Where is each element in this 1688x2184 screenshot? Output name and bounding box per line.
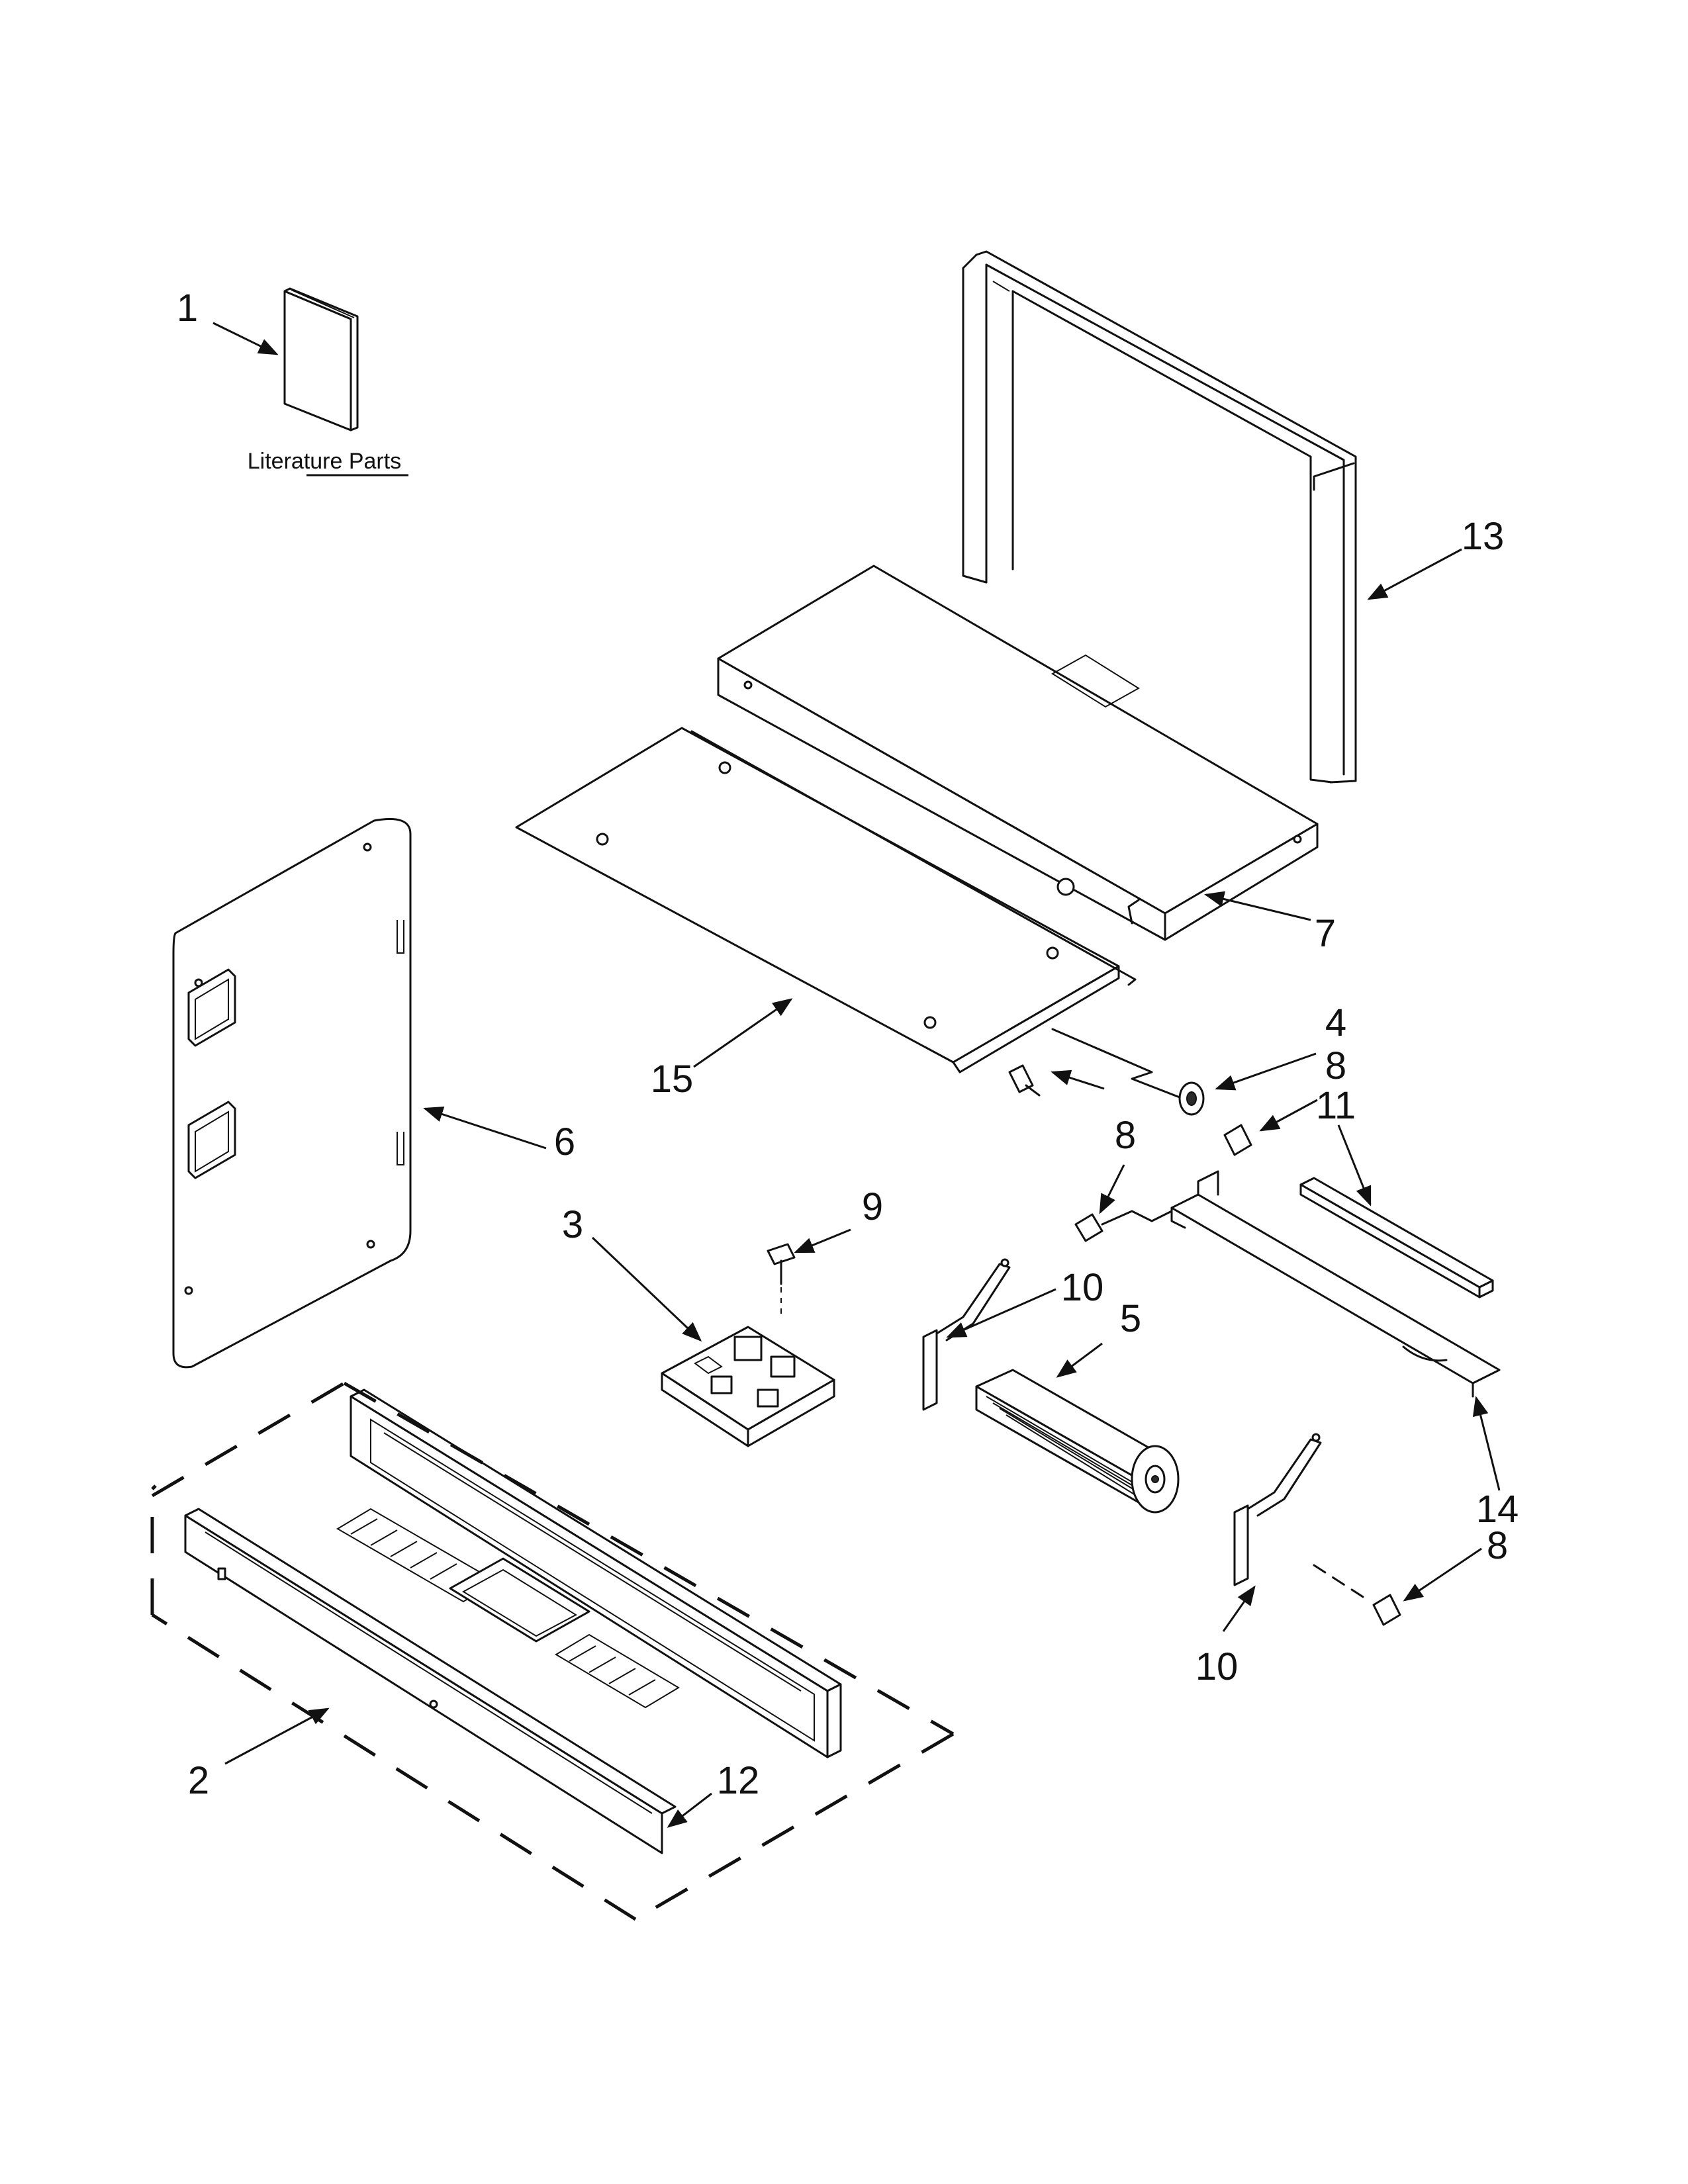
control-board-screw [767,1243,796,1314]
callout-9: 9 [862,1185,883,1228]
literature-parts-label: Literature Parts [248,449,401,474]
screw-8b [1223,1124,1252,1156]
callout-11: 11 [1316,1084,1356,1127]
fan-bracket-upper [922,1258,1011,1411]
keypad-membrane [336,1508,680,1709]
fan-bracket-lower [1233,1433,1322,1586]
literature-booklet [283,287,359,432]
side-panel [172,818,412,1369]
callout-7: 7 [1315,912,1336,955]
callout-8-lower: 8 [1487,1524,1508,1567]
callout-4: 4 [1325,1001,1346,1044]
insulation-strip [1299,1177,1494,1298]
callout-14: 14 [1476,1488,1519,1531]
tangential-fan [975,1369,1180,1514]
leader-lines [212,322,1501,1828]
control-board [661,1326,835,1447]
rear-frame [962,250,1357,784]
callout-8-upper: 8 [1325,1044,1346,1087]
screw-8d [1313,1564,1401,1626]
washer-4 [1178,1081,1205,1116]
callout-5: 5 [1120,1297,1141,1340]
callout-3: 3 [562,1203,583,1246]
callout-10-lower: 10 [1196,1645,1239,1688]
control-panel-dashed-outline [150,1381,955,1921]
callout-13: 13 [1462,515,1505,558]
top-cover [717,565,1319,941]
callout-10-upper: 10 [1061,1266,1104,1309]
callout-8-middle: 8 [1115,1114,1136,1157]
callout-2: 2 [188,1759,209,1802]
screw-8c [1074,1210,1173,1242]
screw-8a [1008,1064,1041,1097]
callout-15: 15 [651,1058,694,1101]
insulation-panel [515,727,1193,1103]
callout-1: 1 [177,287,198,330]
control-panel-glass [184,1508,677,1854]
callout-6: 6 [554,1120,575,1163]
mounting-bracket [1170,1170,1501,1398]
callout-12: 12 [717,1759,760,1802]
